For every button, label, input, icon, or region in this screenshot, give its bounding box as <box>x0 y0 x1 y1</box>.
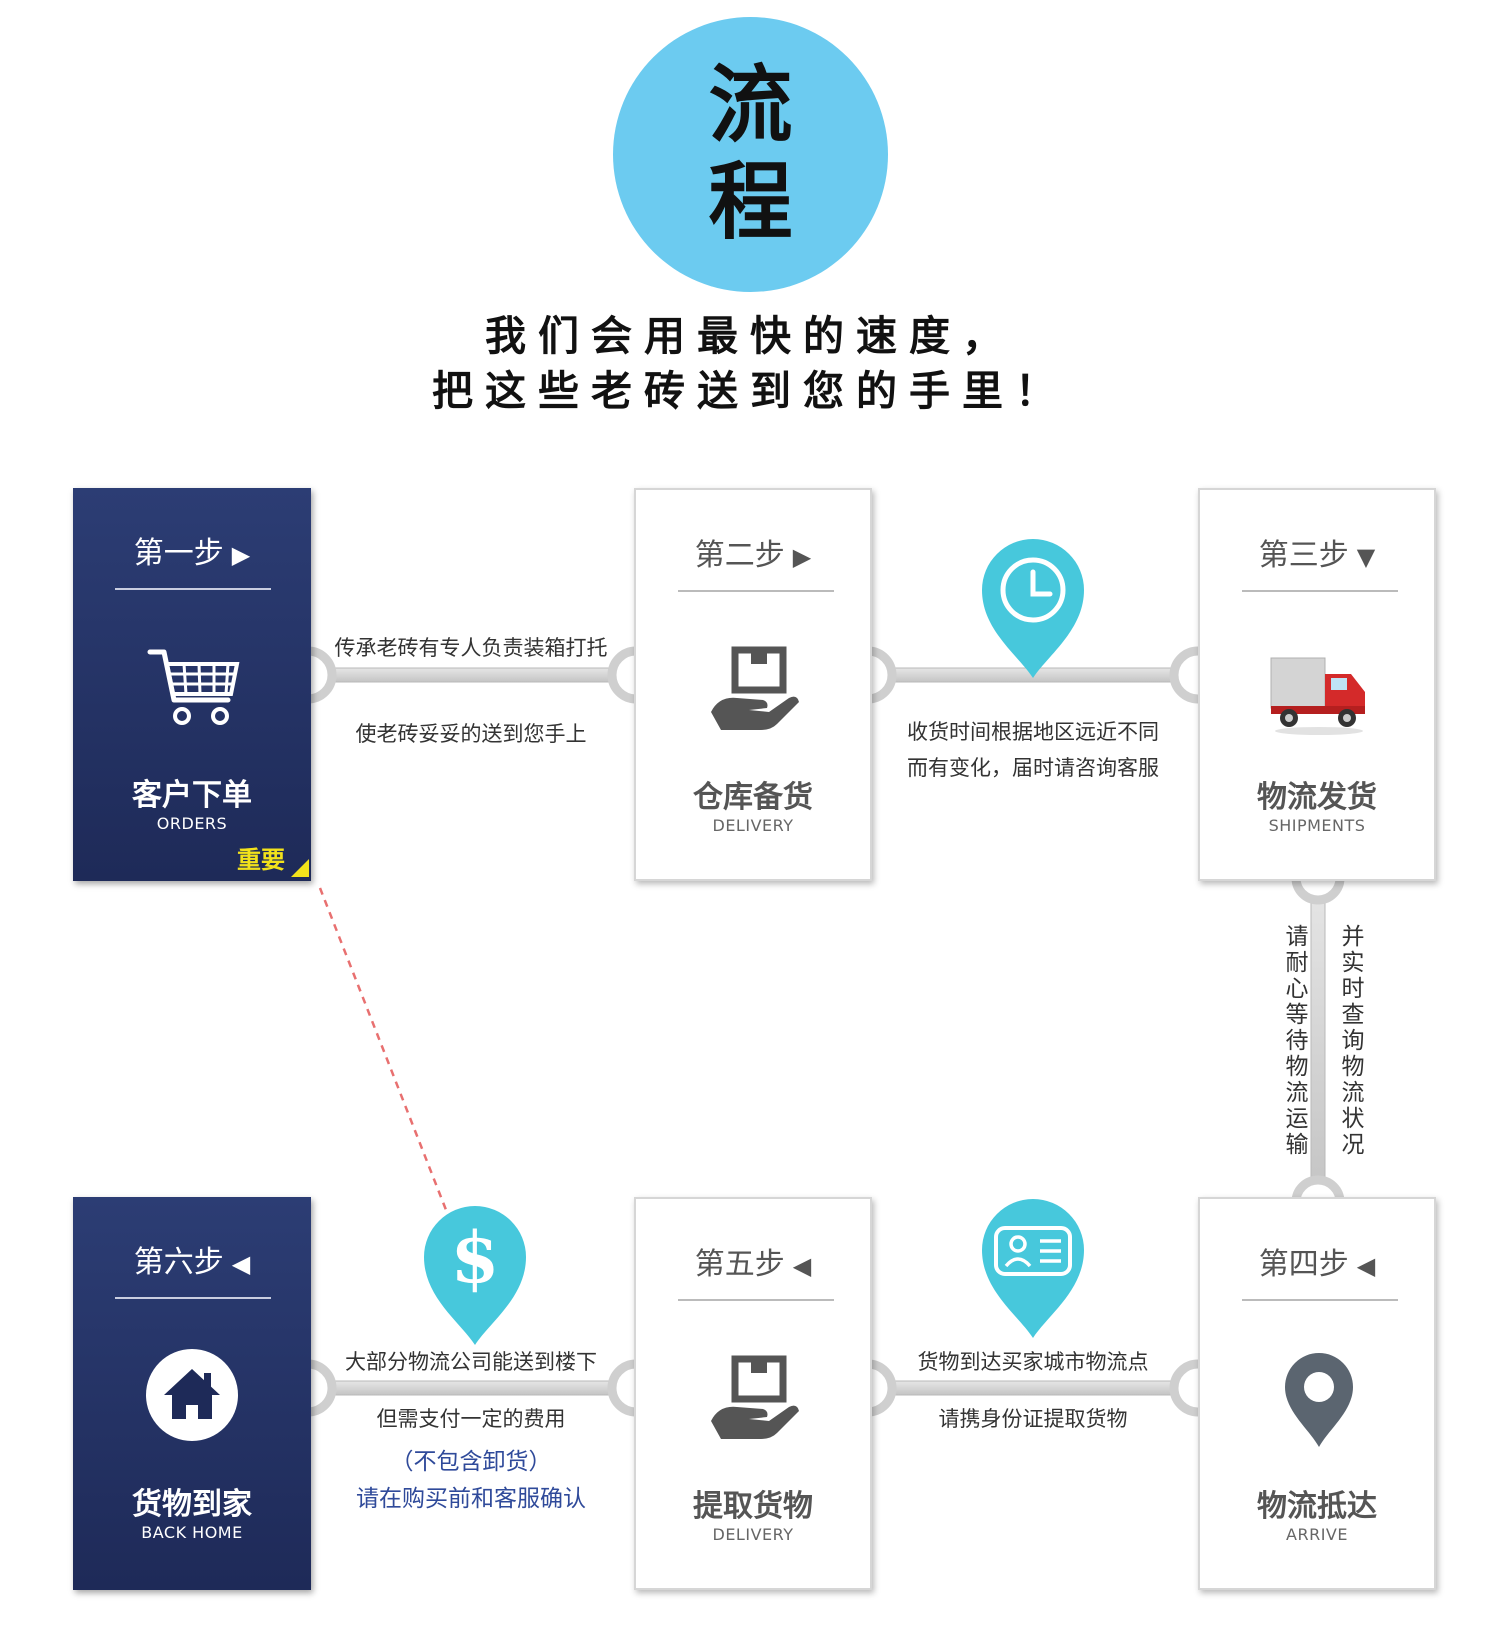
hand-box-icon <box>705 1349 805 1449</box>
step-2-name: 仓库备货 <box>636 772 870 816</box>
step-6-heading: 第六步 ◀ <box>73 1237 311 1281</box>
step-4-arrow: ◀ <box>1357 1252 1375 1280</box>
step-6-name: 货物到家 <box>73 1479 311 1523</box>
step-5-en: DELIVERY <box>636 1525 870 1544</box>
step-5-arrow: ◀ <box>793 1252 811 1280</box>
step-6-arrow: ◀ <box>232 1250 250 1278</box>
step-5-name: 提取货物 <box>636 1481 870 1525</box>
shopping-cart-icon <box>142 638 242 738</box>
step-card-5: 第五步 ◀ 提取货物 DELIVERY <box>634 1197 872 1590</box>
step-2-label: 第二步 <box>695 538 785 573</box>
step-6-label: 第六步 <box>134 1245 224 1280</box>
step-3-label: 第三步 <box>1259 538 1349 573</box>
connector-5-6-top: 大部分物流公司能送到楼下 <box>304 1346 638 1376</box>
step-3-name: 物流发货 <box>1200 772 1434 816</box>
connector-1-2-bottom: 使老砖妥妥的送到您手上 <box>304 718 638 748</box>
step-card-1: 第一步 ▶ 客户下单 ORDERS 重要 <box>73 488 311 881</box>
step-1-name: 客户下单 <box>73 770 311 814</box>
connector-5-6-note-2: 请在购买前和客服确认 <box>304 1479 638 1513</box>
id-card-icon <box>982 1199 1084 1338</box>
clock-icon <box>982 539 1084 678</box>
divider <box>1242 590 1398 592</box>
step-2-en: DELIVERY <box>636 816 870 835</box>
step-4-label: 第四步 <box>1259 1247 1349 1282</box>
step-4-name: 物流抵达 <box>1200 1481 1434 1525</box>
connector-5-6-note-1: （不包含卸货） <box>304 1442 638 1476</box>
home-icon <box>142 1345 242 1445</box>
divider <box>115 588 271 590</box>
divider <box>115 1297 271 1299</box>
connector-4-5-top: 货物到达买家城市物流点 <box>866 1346 1200 1376</box>
connector-3-4-left: 请耐心等待物流运输 <box>1284 924 1310 1158</box>
connector-5-6-bottom: 但需支付一定的费用 <box>304 1403 638 1433</box>
step-1-label: 第一步 <box>134 536 224 571</box>
step-1-heading: 第一步 ▶ <box>73 528 311 572</box>
step-3-arrow: ▼ <box>1357 543 1375 571</box>
location-pin-icon <box>1269 1349 1369 1449</box>
step-5-label: 第五步 <box>695 1247 785 1282</box>
hand-box-icon <box>705 640 805 740</box>
connector-4-5-bottom: 请携身份证提取货物 <box>866 1403 1200 1433</box>
divider <box>678 590 834 592</box>
step-3-heading: 第三步 ▼ <box>1200 530 1434 574</box>
connector-1-2-top: 传承老砖有专人负责装箱打托 <box>304 632 638 662</box>
connector-3-4-right: 并实时查询物流状况 <box>1340 924 1366 1158</box>
step-card-2: 第二步 ▶ 仓库备货 DELIVERY <box>634 488 872 881</box>
step-card-4: 第四步 ◀ 物流抵达 ARRIVE <box>1198 1197 1436 1590</box>
truck-icon <box>1264 640 1374 740</box>
badge-corner <box>291 859 309 877</box>
step-card-3: 第三步 ▼ 物流发货 SHIPMENTS <box>1198 488 1436 881</box>
connector-2-3-line-2: 而有变化，届时请咨询客服 <box>866 752 1200 782</box>
step-4-heading: 第四步 ◀ <box>1200 1239 1434 1283</box>
divider <box>1242 1299 1398 1301</box>
step-1-en: ORDERS <box>73 814 311 833</box>
connector-2-3-line-1: 收货时间根据地区远近不同 <box>866 716 1200 746</box>
divider <box>678 1299 834 1301</box>
step-6-en: BACK HOME <box>73 1523 311 1542</box>
step-4-en: ARRIVE <box>1200 1525 1434 1544</box>
step-3-en: SHIPMENTS <box>1200 816 1434 835</box>
important-badge: 重要 <box>237 840 285 875</box>
step-2-heading: 第二步 ▶ <box>636 530 870 574</box>
step-1-arrow: ▶ <box>232 541 250 569</box>
step-2-arrow: ▶ <box>793 543 811 571</box>
dollar-icon: $ <box>424 1206 526 1345</box>
step-5-heading: 第五步 ◀ <box>636 1239 870 1283</box>
step-card-6: 第六步 ◀ 货物到家 BACK HOME <box>73 1197 311 1590</box>
dashed-connector <box>320 888 448 1215</box>
svg-text:$: $ <box>451 1216 500 1299</box>
